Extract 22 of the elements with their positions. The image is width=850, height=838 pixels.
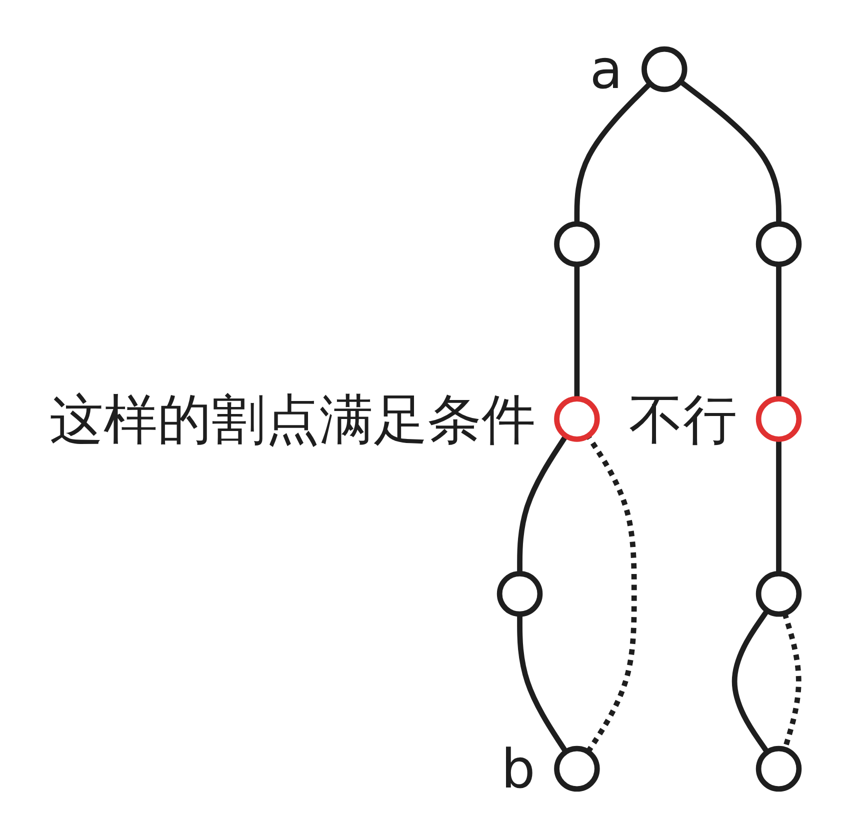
node-caption: 不行 xyxy=(629,388,738,451)
node-circle xyxy=(554,746,600,792)
node-caption: 这样的割点满足条件 xyxy=(49,388,536,451)
node-circle xyxy=(756,571,802,617)
node-caption: a xyxy=(590,38,623,102)
node-circle xyxy=(756,221,802,267)
node-caption: b xyxy=(501,738,536,801)
connector xyxy=(776,264,782,399)
connector xyxy=(586,434,637,754)
node-circle xyxy=(496,571,543,617)
connector xyxy=(517,614,568,754)
node-circle xyxy=(554,221,600,267)
node-circle xyxy=(756,396,802,442)
connector xyxy=(732,608,770,754)
connector xyxy=(776,439,782,574)
node-circle xyxy=(554,396,600,442)
node-circle xyxy=(642,46,688,92)
connector xyxy=(517,434,568,574)
connector xyxy=(678,79,782,224)
connector xyxy=(574,82,652,224)
node-circle xyxy=(756,746,802,792)
connector xyxy=(574,264,580,399)
